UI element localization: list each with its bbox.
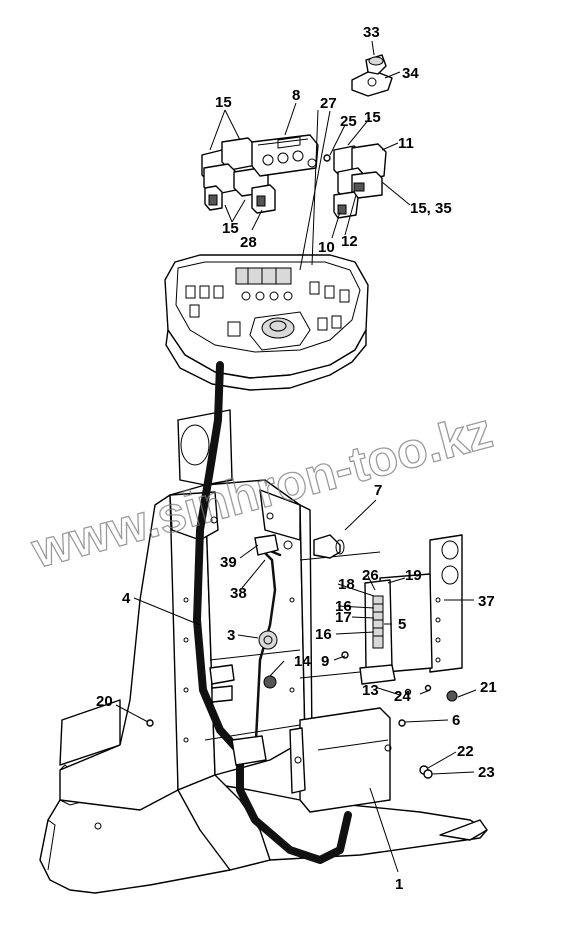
callout-17: 17 [335,609,352,626]
callout-20: 20 [96,693,113,710]
callout-39: 39 [220,554,237,571]
callout-21: 21 [480,679,497,696]
relay-group-left [201,137,276,214]
indicator-module [251,134,319,177]
callout-33: 33 [363,24,380,41]
plug-7 [313,534,345,559]
callout-38: 38 [230,585,247,602]
callout-8: 8 [292,87,300,104]
cap-and-washer [351,54,393,97]
base-frame [39,494,488,894]
connectors [209,534,293,766]
callout-9: 9 [321,653,329,670]
callout-11: 11 [398,135,414,152]
fastener-25 [323,154,331,162]
callout-19: 19 [405,567,422,584]
callout-10: 10 [318,239,335,256]
callout-4: 4 [122,590,131,607]
callout-22: 22 [457,743,474,760]
callout-6: 6 [452,712,460,729]
instrument-console [164,254,369,391]
callout-23: 23 [478,764,495,781]
relay-group-right [333,143,387,219]
callout-15-35: 15, 35 [410,200,452,217]
leader-lines [115,40,477,873]
callout-13: 13 [362,682,379,699]
callout-14: 14 [294,653,311,670]
main-cable-harness [193,361,352,864]
callout-labels: 33 34 15 8 27 25 15 11 15, 35 28 15 10 1… [96,24,497,893]
callout-16-lower: 16 [315,626,332,643]
callout-7: 7 [374,482,382,499]
callout-34: 34 [402,65,419,82]
small-fasteners [146,651,458,779]
callout-16-upper: 16 [335,598,352,615]
callout-24: 24 [394,688,411,705]
callout-25: 25 [340,113,357,130]
mounting-panel [299,534,463,679]
control-box [289,707,392,813]
callout-18: 18 [338,576,355,593]
callout-15-top-left: 15 [215,94,232,111]
callout-15-top-right: 15 [364,109,381,126]
callout-37: 37 [478,593,495,610]
callout-1: 1 [395,876,403,893]
callout-5: 5 [398,616,406,633]
callout-27: 27 [320,95,337,112]
callout-26: 26 [362,567,379,584]
callout-3: 3 [227,627,235,644]
callout-28: 28 [240,234,257,251]
callout-15-left: 15 [222,220,239,237]
switch-block [359,579,396,685]
callout-12: 12 [341,233,358,250]
